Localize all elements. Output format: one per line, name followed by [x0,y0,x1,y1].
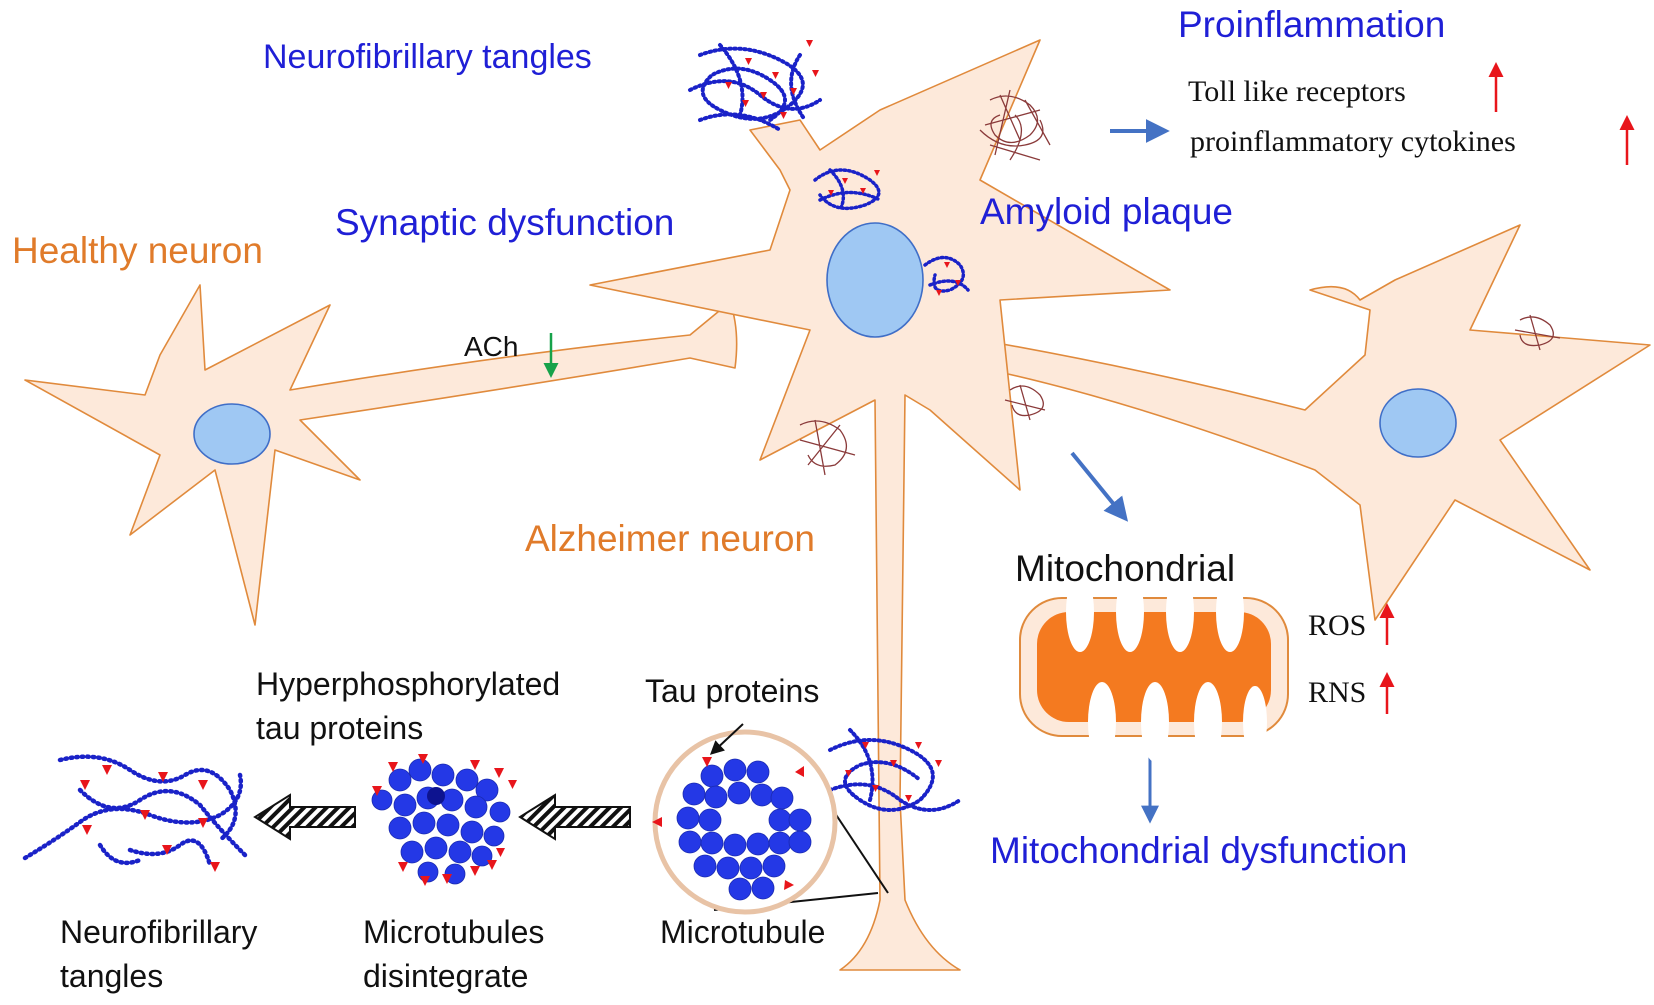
disintegrating-microtubules [371,754,517,886]
plaque-small-1 [1004,384,1046,421]
alzheimer-neuron [589,39,1171,971]
label-proinflammatory-cytokines: proinflammatory cytokines [1190,125,1516,158]
plaque-small-3 [1514,314,1561,351]
label-healthy-neuron: Healthy neuron [12,230,263,271]
healthy-neuron [24,284,738,626]
neurofibrillary-tangles-bottom [22,754,248,872]
block-arrow-left-2 [253,793,356,841]
label-alzheimer-neuron: Alzheimer neuron [525,518,815,559]
label-amyloid-plaque: Amyloid plaque [980,191,1233,232]
label-hyperphosphorylated-line1: Hyperphosphorylated [256,666,561,702]
alzheimer-neuron-body [589,39,1171,971]
tau-pointer-arrow [709,723,744,755]
amyloid-plaque-cluster [979,89,1051,161]
label-microtubule: Microtubule [660,914,826,950]
right-nucleus [1379,388,1457,458]
right-neuron [964,224,1651,621]
mitochondrion-icon [1019,572,1289,762]
label-mitochondrial: Mitochondrial [1015,548,1236,589]
label-mitochondrial-dysfunction: Mitochondrial dysfunction [990,830,1408,871]
alzheimer-nucleus [826,222,924,338]
label-microtubules-line1: Microtubules [363,914,545,950]
right-neuron-body [964,224,1651,621]
label-rns: RNS [1308,676,1367,709]
label-hyperphosphorylated-line2: tau proteins [256,710,424,746]
label-synaptic-dysfunction: Synaptic dysfunction [335,202,675,243]
label-proinflammation: Proinflammation [1178,4,1446,45]
label-ros: ROS [1308,609,1367,642]
label-ach: ACh [464,331,519,362]
label-toll-like-receptors: Toll like receptors [1188,75,1406,108]
tangle-cluster-axon [828,728,962,812]
plaque-to-mitochondria-arrow [1070,451,1129,522]
tangle-cluster-top [688,40,822,132]
block-arrow-left-1 [518,793,631,841]
label-neurofibrillary-tangles-top: Neurofibrillary tangles [263,38,592,76]
microtubule-cross-section [652,723,889,915]
tangle-cluster-soma [813,168,882,212]
label-microtubules-line2: disintegrate [363,958,529,994]
label-tau-proteins: Tau proteins [645,673,820,709]
tangle-cluster-nucleus [923,255,970,296]
healthy-nucleus [193,403,271,465]
label-nft-bottom-line1: Neurofibrillary [60,914,258,950]
plaque-small-2 [799,419,856,476]
healthy-neuron-body [24,284,738,626]
label-nft-bottom-line2: tangles [60,958,164,994]
